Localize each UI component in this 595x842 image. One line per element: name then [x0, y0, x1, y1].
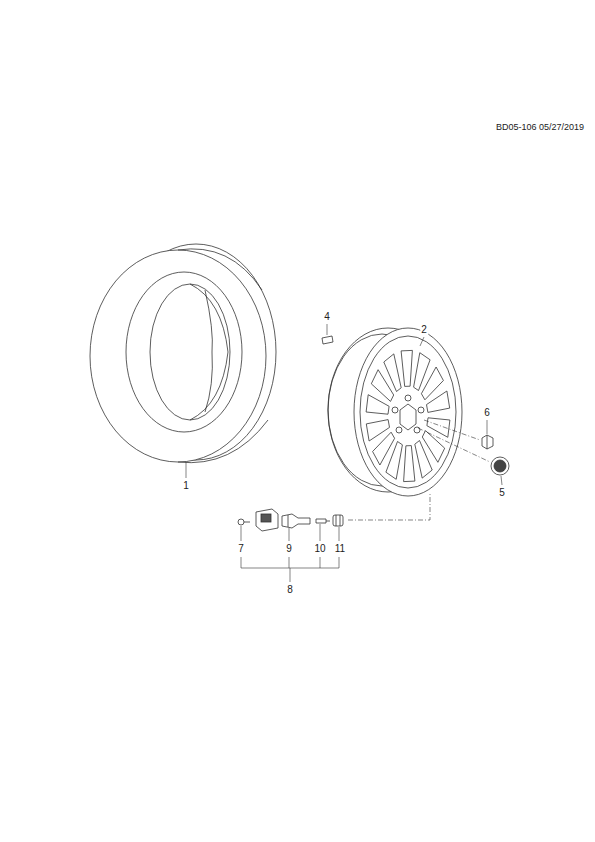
- spoke-window: [371, 370, 393, 402]
- spoke-window: [427, 418, 450, 438]
- spoke-window: [384, 354, 401, 392]
- tpms-parts: [238, 509, 343, 531]
- callout-number: 4: [323, 312, 331, 322]
- callout-number: 1: [182, 481, 190, 491]
- spoke-window: [366, 420, 389, 441]
- assembly-line: [348, 420, 490, 520]
- spoke-window: [421, 367, 443, 400]
- callout-number: 8: [286, 585, 294, 595]
- callout-number: 2: [420, 325, 428, 335]
- spoke-window: [401, 350, 412, 386]
- wheel: [328, 328, 462, 496]
- spoke-window: [404, 446, 415, 482]
- wheel-weight: [322, 336, 333, 344]
- drawing-reference: BD05-106 05/27/2019: [495, 123, 585, 132]
- spoke-window: [427, 391, 450, 412]
- group-bracket: [241, 557, 339, 582]
- spoke-window: [415, 441, 432, 479]
- center-cap: [491, 457, 509, 475]
- spoke-window: [366, 395, 389, 415]
- spoke-window: [386, 442, 403, 480]
- callout-number: 10: [313, 544, 326, 554]
- callout-number: 6: [483, 408, 491, 418]
- callout-number: 9: [285, 544, 293, 554]
- spoke-window: [373, 432, 395, 465]
- leader-line: [186, 324, 502, 541]
- callout-number: 11: [334, 544, 346, 554]
- callout-number: 5: [498, 488, 506, 498]
- tire: [90, 244, 276, 463]
- lug-nut: [482, 435, 493, 449]
- callout-number: 7: [237, 544, 245, 554]
- spoke-window: [414, 353, 431, 391]
